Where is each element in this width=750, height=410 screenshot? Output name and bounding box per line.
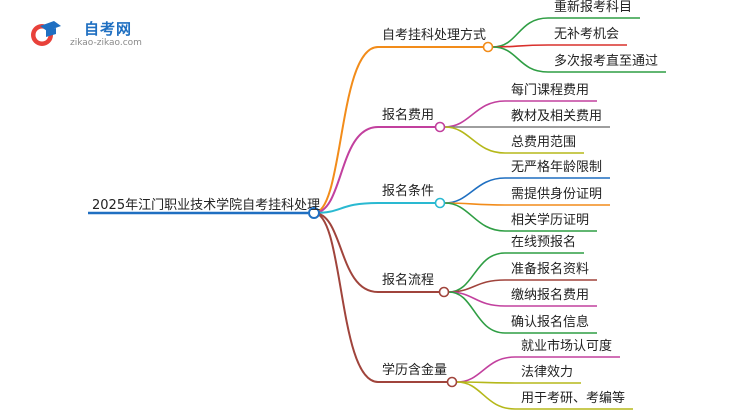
branch-label: 学历含金量 [382,363,448,378]
leaf-connector [492,17,549,48]
logo-url: zikao-zikao.com [70,38,142,48]
leaf-label: 教材及相关费用 [511,109,603,124]
branch-node-dot [446,376,458,388]
root-node-dot [308,207,320,219]
site-logo[interactable]: 自考网 zikao-zikao.com [30,18,170,50]
root-topic: 2025年江门职业技术学院自考挂科处理 [92,198,321,213]
leaf-connector [444,100,506,128]
leaf-connector [448,252,506,293]
branch-node-dot [482,41,494,53]
leaf-label: 需提供身份证明 [511,187,603,202]
leaf-label: 多次报考直至通过 [554,54,659,69]
leaf-label: 确认报名信息 [511,315,590,330]
branch-node-dot [438,286,450,298]
leaf-label: 重新报考科目 [554,0,633,15]
leaf-connector [456,381,516,410]
leaf-label: 无严格年龄限制 [511,160,603,175]
leaf-label: 总费用范围 [511,135,577,150]
branch-label: 自考挂科处理方式 [382,28,487,43]
leaf-connector [444,177,506,204]
leaf-connector [448,291,506,334]
branch-connector [313,202,379,214]
branch-connector [313,126,379,214]
leaf-label: 法律效力 [521,365,574,380]
logo-title: 自考网 [84,20,133,38]
leaf-connector [444,126,506,154]
leaf-label: 准备报名资料 [511,262,590,277]
leaf-connector [456,356,516,383]
leaf-connector [492,46,549,73]
branch-connector [313,46,379,214]
graduation-cap-icon [31,21,61,46]
branch-label: 报名条件 [382,184,435,199]
branch-connector [313,212,379,383]
leaf-connector [444,202,506,232]
leaf-label: 在线预报名 [511,235,577,250]
branch-label: 报名流程 [382,273,435,288]
leaf-label: 就业市场认可度 [521,339,613,354]
leaf-label: 无补考机会 [554,27,620,42]
leaf-label: 相关学历证明 [511,213,590,228]
leaf-label: 用于考研、考编等 [521,391,626,406]
branch-connector [313,212,379,293]
branch-node-dot [434,197,446,209]
branch-label: 报名费用 [382,108,435,123]
leaf-label: 每门课程费用 [511,83,590,98]
branch-node-dot [434,121,446,133]
leaf-label: 缴纳报名费用 [511,288,590,303]
